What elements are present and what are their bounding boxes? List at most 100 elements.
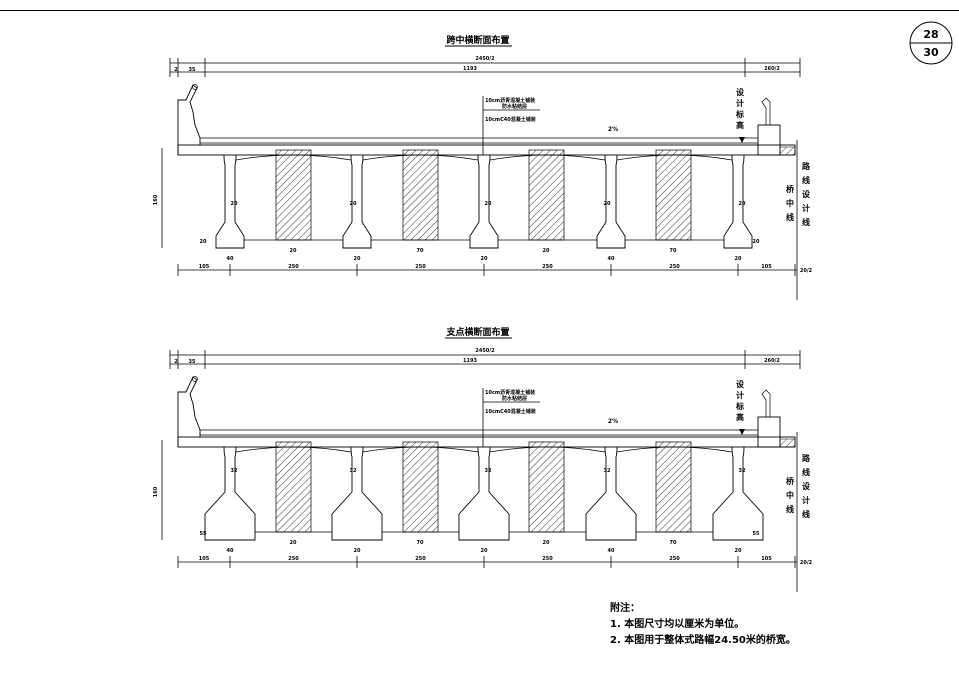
diaphragm-hatch xyxy=(528,441,565,533)
web-dim: 32 xyxy=(604,468,611,474)
diaphragm-dim: 20 xyxy=(290,248,297,254)
web-dim: 32 xyxy=(231,468,238,474)
overall-dim: 2450/2 xyxy=(475,56,495,62)
notes-heading: 附注： xyxy=(610,603,640,614)
web-dim: 32 xyxy=(739,468,746,474)
diaphragm-dim: 20 xyxy=(543,540,550,546)
span-dim: 250 xyxy=(288,264,299,270)
bottom-dim: 40 xyxy=(227,548,234,554)
girder: 32 40 xyxy=(585,446,637,554)
sheet-total: 30 xyxy=(923,46,939,59)
median-hatch xyxy=(779,438,796,448)
web-dim: 20 xyxy=(485,201,492,207)
girder-outline xyxy=(215,154,245,249)
note-item: 2. 本图用于整体式路幅24.50米的桥宽。 xyxy=(610,635,796,646)
web-dim: 32 xyxy=(350,468,357,474)
span-dim: 105 xyxy=(761,556,772,562)
height-dim: 160 xyxy=(153,486,159,497)
diaphragm-hatch xyxy=(402,149,439,241)
span-dim: 105 xyxy=(199,556,210,562)
diaphragm-hatch xyxy=(528,149,565,241)
median-rail xyxy=(761,97,771,125)
layer-label: 防水粘结层 xyxy=(502,103,527,110)
note-item: 1. 本图尺寸均以厘米为单位。 xyxy=(610,619,745,630)
layer-label: 10cmC40混凝土铺装 xyxy=(485,408,536,415)
sheet-number-badge: 28 30 xyxy=(909,21,953,65)
median-barrier xyxy=(757,124,781,156)
diaphragm-dim: 70 xyxy=(417,248,424,254)
slope-label: 2% xyxy=(608,418,618,425)
route-line-label: 路线设计线 xyxy=(801,453,811,524)
main-dim: 1193 xyxy=(463,358,477,364)
web-dim: 20 xyxy=(604,201,611,207)
span-dim: 250 xyxy=(415,264,426,270)
diaphragm-hatch xyxy=(655,441,692,533)
sheet-number: 28 xyxy=(923,28,938,41)
bulb-height-dim: 20 xyxy=(200,239,207,245)
span-dim: 105 xyxy=(199,264,210,270)
girder: 32 40 xyxy=(204,446,256,554)
deck-slab xyxy=(177,436,796,448)
girder-outline xyxy=(585,446,637,541)
diaphragm-dim: 70 xyxy=(670,540,677,546)
design-elevation-label: 设计标高 xyxy=(736,379,745,424)
diaphragm-hatch xyxy=(655,149,692,241)
bottom-dim: 20 xyxy=(735,256,742,262)
bulb-height-dim: 20 xyxy=(753,239,760,245)
span-dim: 250 xyxy=(542,556,553,562)
girder-outline xyxy=(204,446,256,541)
girder-outline xyxy=(331,446,383,541)
section-title: 支点横断面布置 xyxy=(445,326,509,338)
section-title: 跨中横断面布置 xyxy=(446,34,509,46)
layer-label: 防水粘结层 xyxy=(502,395,527,402)
bridge-center-label: 桥中线 xyxy=(785,476,795,519)
half-width-dim: 20/2 xyxy=(800,268,813,274)
span-dim: 250 xyxy=(288,556,299,562)
diaphragm-dim: 20 xyxy=(543,248,550,254)
height-dim: 160 xyxy=(153,194,159,205)
bottom-dim: 40 xyxy=(227,256,234,262)
diaphragm-dim: 70 xyxy=(670,248,677,254)
route-line-label: 路线设计线 xyxy=(801,161,811,232)
left-dim: 35 xyxy=(189,359,196,365)
span-dim: 250 xyxy=(542,264,553,270)
diaphragm-hatch xyxy=(402,441,439,533)
girder-outline xyxy=(723,154,753,249)
diaphragm-dim: 20 xyxy=(290,540,297,546)
left-barrier xyxy=(177,84,201,155)
bottom-dim: 20 xyxy=(354,548,361,554)
web-dim: 32 xyxy=(485,468,492,474)
girder-outline xyxy=(342,154,372,249)
diaphragm-dim: 70 xyxy=(417,540,424,546)
right-dim: 260/2 xyxy=(764,358,780,364)
left-dim: 35 xyxy=(189,67,196,73)
bottom-dim: 20 xyxy=(481,256,488,262)
bottom-dim: 40 xyxy=(608,548,615,554)
girder-outline xyxy=(596,154,626,249)
girder-outline xyxy=(458,446,510,541)
web-dim: 20 xyxy=(231,201,238,207)
span-dim: 250 xyxy=(669,556,680,562)
barrier-rail xyxy=(192,84,198,90)
web-dim: 20 xyxy=(739,201,746,207)
layer-label: 10cm沥青混凝土铺装 xyxy=(485,97,535,104)
deck-slab xyxy=(177,144,796,156)
slope-label: 2% xyxy=(608,126,618,133)
girder-outline xyxy=(469,154,499,249)
sheet-border-line xyxy=(0,10,959,11)
elevation-marker xyxy=(739,137,745,143)
bulb-height-dim: 55 xyxy=(200,531,207,537)
right-dim: 260/2 xyxy=(764,66,780,72)
girder: 32 20 xyxy=(331,446,383,554)
diaphragm-hatch xyxy=(275,441,312,533)
